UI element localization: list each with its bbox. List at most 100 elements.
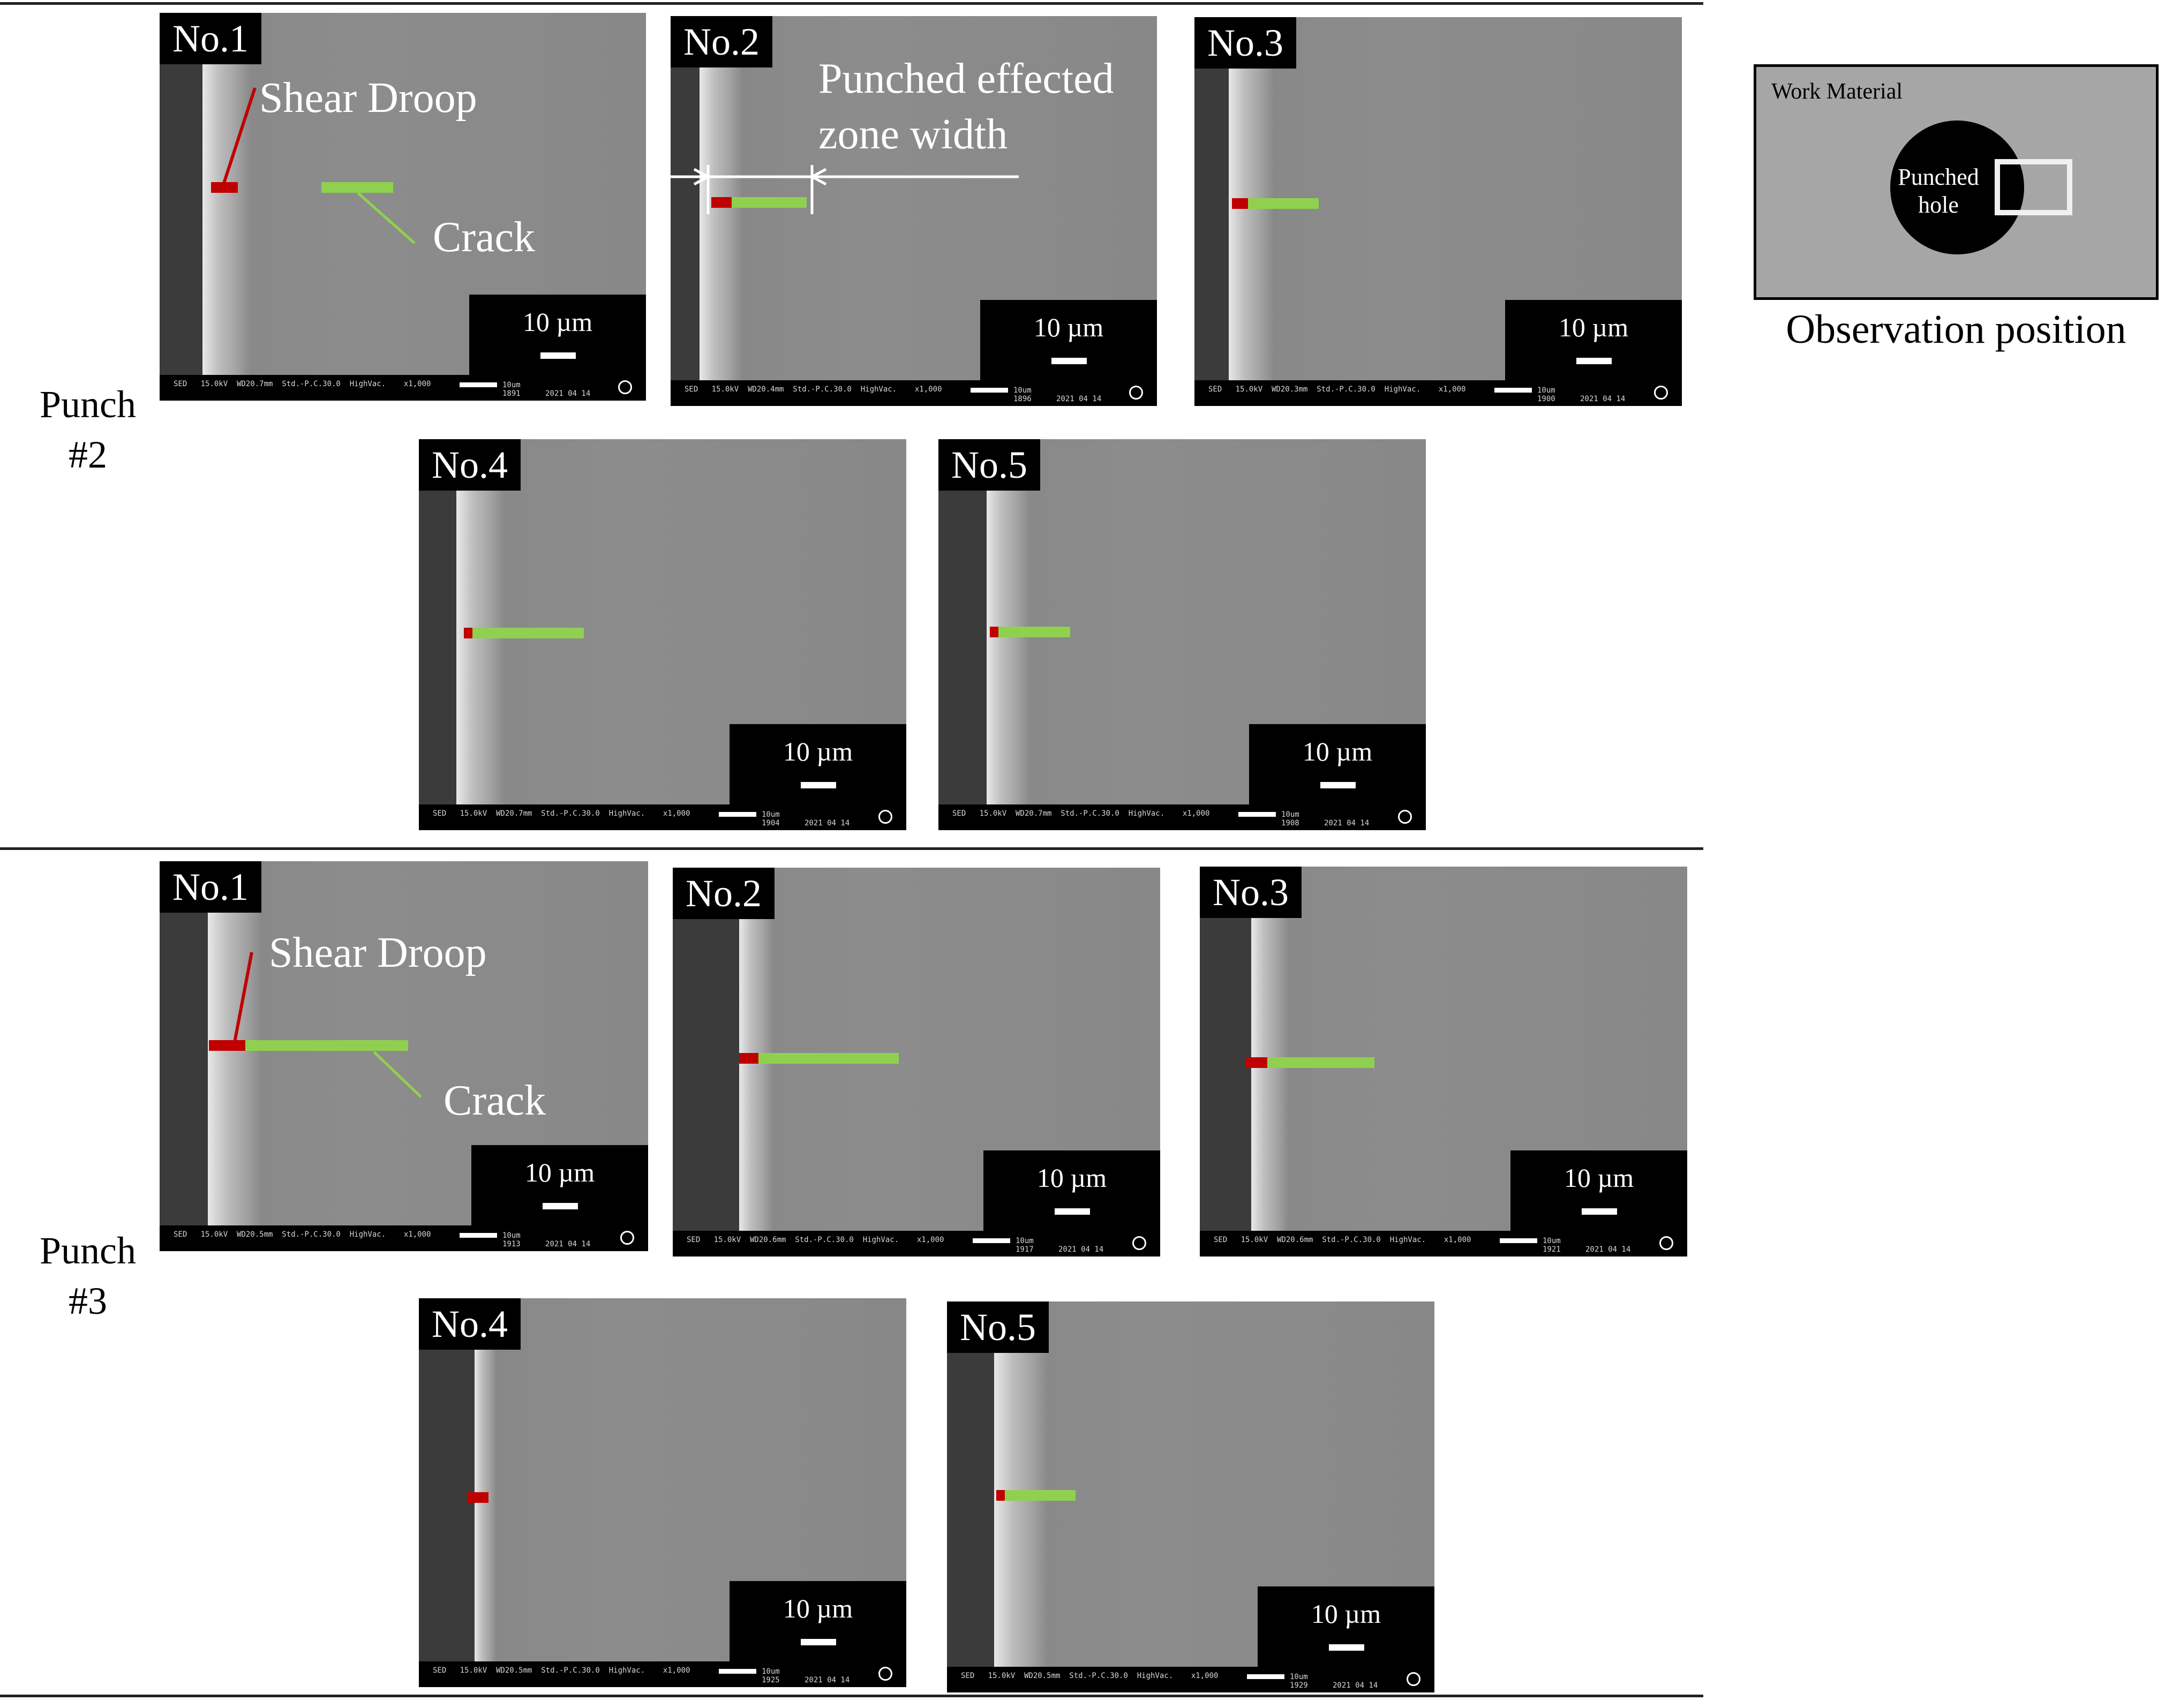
scale-bar-label: 10 µm xyxy=(1036,1163,1107,1193)
jeol-logo-icon xyxy=(1659,1236,1673,1250)
sem-footer-info: SED 15.0kV WD20.3mm Std.-P.C.30.0 HighVa… xyxy=(1208,385,1466,394)
crack-leader xyxy=(357,192,416,244)
scale-bar xyxy=(1055,1208,1090,1215)
footer-scale-bar xyxy=(719,1669,756,1674)
crack-marker xyxy=(998,627,1070,637)
footer-image-number: 1900 xyxy=(1537,395,1555,403)
footer-image-number: 1913 xyxy=(502,1240,521,1248)
footer-scale-bar xyxy=(460,1233,497,1238)
footer-scale-label: 10um xyxy=(1537,386,1555,395)
scale-bar xyxy=(1320,782,1356,788)
punched-hole-label-line2: hole xyxy=(1918,192,1959,218)
sem-footer: SED 15.0kV WD20.6mm Std.-P.C.30.0 HighVa… xyxy=(673,1231,1160,1256)
sem-footer-info: SED 15.0kV WD20.4mm Std.-P.C.30.0 HighVa… xyxy=(685,385,942,394)
sem-footer: SED 15.0kV WD20.5mm Std.-P.C.30.0 HighVa… xyxy=(947,1667,1434,1692)
panel-label: No.2 xyxy=(673,868,775,919)
punched-hole-circle xyxy=(1890,121,2024,254)
panel-label: No.3 xyxy=(1194,17,1296,69)
sem-footer-info: SED 15.0kV WD20.7mm Std.-P.C.30.0 HighVa… xyxy=(433,809,690,818)
shear-droop-leader xyxy=(233,952,253,1043)
jeol-logo-icon xyxy=(1407,1672,1420,1686)
scale-bar xyxy=(1051,358,1087,364)
sem-footer: SED 15.0kV WD20.5mm Std.-P.C.30.0 HighVa… xyxy=(419,1661,906,1687)
panel-label: No.4 xyxy=(419,439,521,491)
row-label-line2: #2 xyxy=(69,433,107,476)
row-label-punch-2: Punch #2 xyxy=(7,379,168,480)
footer-scale-bar xyxy=(1500,1238,1537,1243)
footer-scale-label: 10um xyxy=(502,381,521,389)
shear-droop-marker xyxy=(467,1492,488,1503)
scale-bar-label: 10 µm xyxy=(783,736,853,766)
scale-bar xyxy=(540,352,576,359)
scale-bar-box: 10 µm xyxy=(1249,724,1426,804)
sem-footer: SED 15.0kV WD20.3mm Std.-P.C.30.0 HighVa… xyxy=(1194,380,1682,406)
crack-marker xyxy=(1267,1057,1374,1068)
scale-bar-label: 10 µm xyxy=(524,1157,595,1187)
scale-bar-box: 10 µm xyxy=(730,1581,906,1661)
sem-footer: SED 15.0kV WD20.7mm Std.-P.C.30.0 HighVa… xyxy=(938,804,1426,830)
row-label-line2: #3 xyxy=(69,1280,107,1322)
crack-label: Crack xyxy=(433,214,536,261)
footer-image-number: 1929 xyxy=(1290,1681,1308,1690)
shear-droop-marker xyxy=(990,627,998,637)
footer-date: 2021 04 14 xyxy=(1324,819,1370,827)
crack-marker xyxy=(245,1040,408,1051)
crack-marker xyxy=(321,182,393,193)
sem-footer-info: SED 15.0kV WD20.5mm Std.-P.C.30.0 HighVa… xyxy=(433,1666,690,1675)
scale-bar xyxy=(1576,358,1612,364)
jeol-logo-icon xyxy=(620,1231,634,1245)
footer-date: 2021 04 14 xyxy=(1585,1245,1631,1254)
panel-label: No.1 xyxy=(160,13,261,64)
work-material-label: Work Material xyxy=(1771,79,1903,104)
scale-bar-label: 10 µm xyxy=(1558,312,1629,342)
shear-droop-marker xyxy=(209,1040,245,1051)
scale-bar-box: 10 µm xyxy=(1505,300,1682,380)
scale-bar-label: 10 µm xyxy=(1311,1599,1381,1629)
sem-footer-info: SED 15.0kV WD20.7mm Std.-P.C.30.0 HighVa… xyxy=(952,809,1210,818)
panel-label: No.2 xyxy=(671,16,772,67)
observation-window xyxy=(1995,159,2072,215)
sem-panel-punch3-no1: 10 µm SED 15.0kV WD20.5mm Std.-P.C.30.0 … xyxy=(160,861,648,1251)
row-label-punch-3: Punch #3 xyxy=(7,1225,168,1326)
footer-date: 2021 04 14 xyxy=(1058,1245,1104,1254)
crack-marker xyxy=(472,628,584,638)
footer-image-number: 1904 xyxy=(762,819,780,827)
footer-scale-label: 10um xyxy=(762,1667,780,1676)
footer-date: 2021 04 14 xyxy=(805,819,850,827)
scale-bar-box: 10 µm xyxy=(1510,1150,1687,1231)
footer-scale-bar xyxy=(719,812,756,817)
jeol-logo-icon xyxy=(618,380,632,394)
footer-scale-bar xyxy=(1494,388,1532,393)
sem-footer-info: SED 15.0kV WD20.5mm Std.-P.C.30.0 HighVa… xyxy=(174,1230,431,1239)
scale-bar xyxy=(801,1639,836,1645)
shear-droop-label: Shear Droop xyxy=(259,74,477,122)
annotation-leader-lines xyxy=(222,87,416,244)
sem-footer: SED 15.0kV WD20.6mm Std.-P.C.30.0 HighVa… xyxy=(1200,1231,1687,1256)
punched-hole-label: Punched hole xyxy=(1885,163,1992,219)
crack-marker xyxy=(1005,1490,1076,1501)
sem-panel-punch3-no5: 10 µm SED 15.0kV WD20.5mm Std.-P.C.30.0 … xyxy=(947,1301,1434,1692)
row-label-line1: Punch xyxy=(40,383,136,426)
panel-label: No.4 xyxy=(419,1298,521,1350)
sem-footer: SED 15.0kV WD20.7mm Std.-P.C.30.0 HighVa… xyxy=(160,375,646,401)
bottom-rule xyxy=(0,1695,1703,1697)
crack-marker xyxy=(758,1053,899,1064)
footer-scale-label: 10um xyxy=(762,810,780,819)
footer-scale-bar xyxy=(971,388,1008,393)
sem-panel-punch3-no4: 10 µm SED 15.0kV WD20.5mm Std.-P.C.30.0 … xyxy=(419,1298,906,1687)
footer-date: 2021 04 14 xyxy=(805,1676,850,1684)
sem-footer: SED 15.0kV WD20.4mm Std.-P.C.30.0 HighVa… xyxy=(671,380,1157,406)
crack-label: Crack xyxy=(443,1077,546,1124)
shear-droop-marker xyxy=(1232,198,1248,209)
scale-bar-box: 10 µm xyxy=(469,295,646,375)
footer-scale-bar xyxy=(973,1238,1010,1243)
footer-image-number: 1917 xyxy=(1016,1245,1034,1254)
shear-droop-marker xyxy=(996,1490,1005,1501)
sem-footer-info: SED 15.0kV WD20.5mm Std.-P.C.30.0 HighVa… xyxy=(961,1672,1219,1680)
sem-footer: SED 15.0kV WD20.5mm Std.-P.C.30.0 HighVa… xyxy=(160,1225,648,1251)
observation-diagram: Work Material Punched hole xyxy=(1754,64,2159,300)
footer-image-number: 1896 xyxy=(1013,395,1032,403)
sem-panel-punch3-no3: 10 µm SED 15.0kV WD20.6mm Std.-P.C.30.0 … xyxy=(1200,867,1687,1256)
shear-droop-marker xyxy=(1246,1057,1267,1068)
scale-bar-label: 10 µm xyxy=(1302,736,1373,766)
